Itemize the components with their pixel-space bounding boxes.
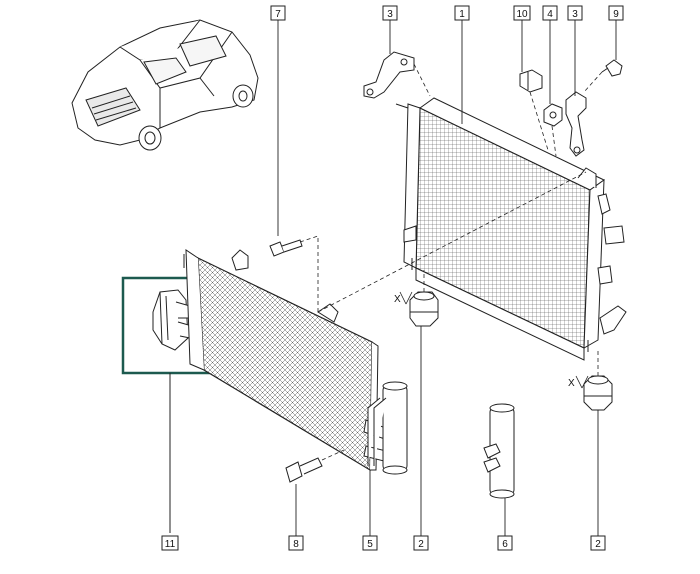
svg-text:8: 8 — [293, 539, 299, 550]
upper-bracket-right — [565, 91, 587, 157]
assembly-guide-lines — [299, 63, 603, 461]
svg-text:4: 4 — [547, 9, 553, 20]
clip-part — [519, 69, 543, 93]
svg-text:10: 10 — [516, 9, 528, 20]
callout-5: 5 — [362, 535, 378, 551]
nut-part — [543, 103, 563, 127]
radiator — [395, 97, 627, 361]
callout-9: 9 — [608, 5, 624, 21]
fastener-part — [601, 59, 623, 77]
leader-lines — [277, 20, 617, 536]
callout-2-right: 2 — [590, 535, 606, 551]
screw-part-7 — [269, 239, 303, 257]
svg-text:1: 1 — [459, 9, 465, 20]
dimension-marks: X X — [394, 291, 589, 389]
dimension-x-right: X — [568, 378, 575, 389]
svg-text:11: 11 — [165, 539, 176, 550]
rubber-mount-right — [583, 375, 613, 411]
svg-text:9: 9 — [613, 9, 619, 20]
callout-10: 10 — [513, 5, 531, 21]
svg-text:7: 7 — [275, 9, 281, 20]
receiver-drier-spare — [483, 403, 515, 499]
upper-bracket-left — [363, 51, 415, 99]
receiver-drier-mounted — [367, 381, 408, 475]
callout-6: 6 — [497, 535, 513, 551]
svg-text:2: 2 — [595, 539, 601, 550]
svg-text:6: 6 — [502, 539, 508, 550]
dimension-x-left: X — [394, 294, 401, 305]
svg-text:3: 3 — [387, 9, 393, 20]
callout-3-right: 3 — [567, 5, 583, 21]
callout-1: 1 — [454, 5, 470, 21]
rubber-mount-left — [409, 291, 439, 327]
callout-2-left: 2 — [413, 535, 429, 551]
car-location-icon — [71, 19, 259, 151]
condenser — [183, 249, 391, 472]
callout-8: 8 — [288, 535, 304, 551]
callout-4: 4 — [542, 5, 558, 21]
callout-7: 7 — [270, 5, 286, 21]
callout-11: 11 — [161, 535, 179, 551]
screw-part-8 — [285, 457, 323, 483]
svg-text:3: 3 — [572, 9, 578, 20]
callout-3-left: 3 — [382, 5, 398, 21]
svg-text:5: 5 — [367, 539, 373, 550]
svg-text:2: 2 — [418, 539, 424, 550]
